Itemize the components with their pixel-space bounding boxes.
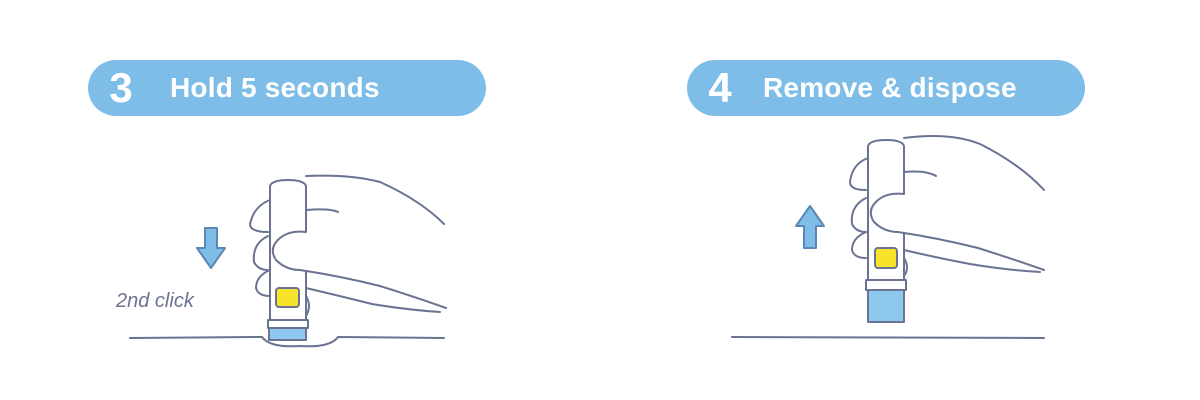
second-click-label: 2nd click (116, 290, 194, 312)
hand (849, 135, 1045, 277)
auto-injector-pen (865, 139, 907, 323)
down-arrow-icon (196, 227, 226, 269)
pen-window (874, 247, 898, 269)
skin-surface-line (129, 336, 445, 348)
step-4-banner: 4 Remove & dispose (687, 60, 1085, 116)
hand (249, 174, 447, 317)
skin-surface-line (731, 336, 1045, 339)
pen-window (275, 287, 300, 308)
step-4-title: Remove & dispose (763, 72, 1017, 103)
step-3-number: 3 (109, 64, 133, 111)
step-4-illustration (731, 135, 1045, 339)
step-3-illustration (129, 174, 447, 348)
up-arrow-icon (795, 205, 825, 249)
step-3-banner: 3 Hold 5 seconds (88, 60, 486, 116)
step-4-number: 4 (708, 64, 732, 111)
step-3-title: Hold 5 seconds (170, 72, 380, 103)
